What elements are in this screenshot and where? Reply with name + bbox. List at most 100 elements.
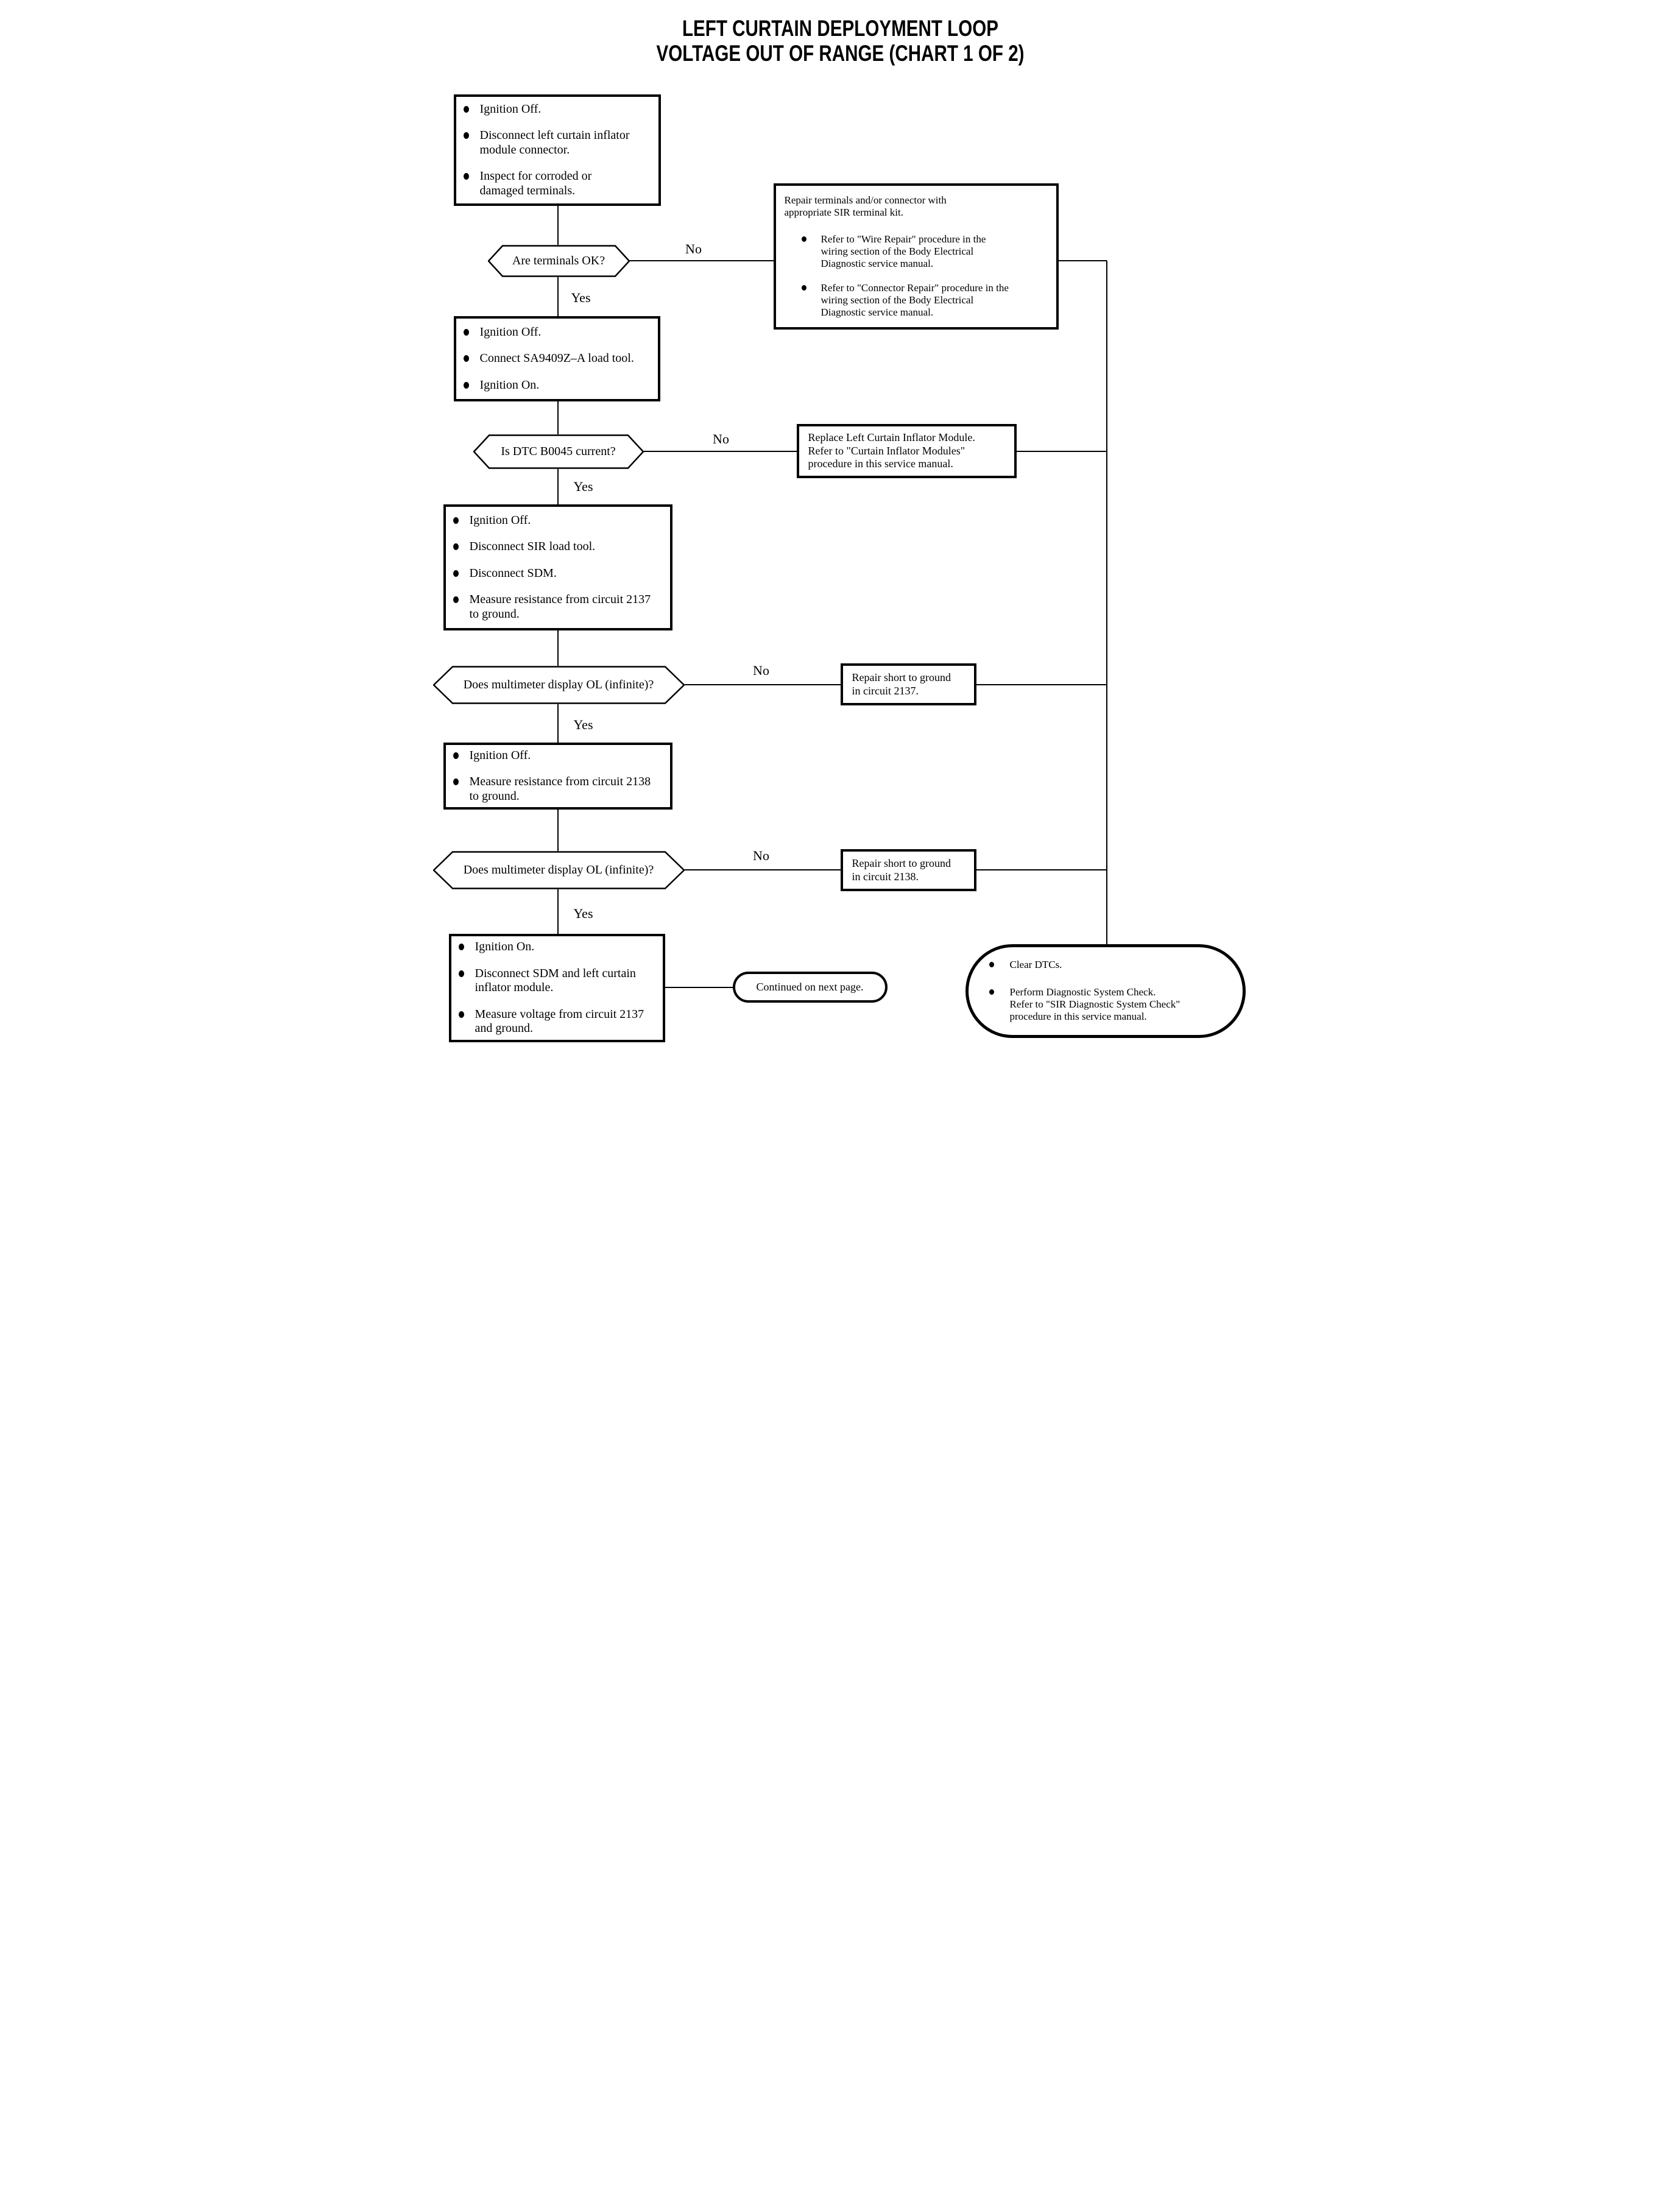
- step1-item1: Ignition Off.: [479, 102, 542, 116]
- step5-item2: Disconnect SDM and left curtain: [475, 966, 636, 980]
- hexagon-shape: [487, 245, 630, 277]
- end-item2: procedure in this service manual.: [1009, 1011, 1147, 1023]
- repair-terminals-intro: Repair terminals and/or connector with: [784, 194, 947, 206]
- list-item: Disconnect left curtain inflator module …: [463, 129, 656, 157]
- no-label: No: [685, 241, 702, 256]
- bullet-icon: [801, 285, 806, 291]
- end-item2: Refer to "SIR Diagnostic System Check": [1009, 998, 1181, 1010]
- step1-item3: Inspect for corroded or: [479, 169, 592, 183]
- step5-item3: Measure voltage from circuit 2137: [475, 1007, 644, 1021]
- bullet-icon: [463, 355, 469, 362]
- end-terminator: Clear DTCs. Perform Diagnostic System Ch…: [965, 944, 1246, 1038]
- replace-module-box: Replace Left Curtain Inflator Module. Re…: [796, 424, 1017, 478]
- repair-2137-text: in circuit 2137.: [852, 684, 919, 697]
- replace-module-text: Refer to "Curtain Inflator Modules": [808, 444, 965, 457]
- repair-2138-text: in circuit 2138.: [852, 870, 919, 883]
- yes-label: Yes: [571, 290, 591, 305]
- step2-item1: Ignition Off.: [479, 325, 542, 339]
- decision-are-terminals-ok: Are terminals OK?: [487, 245, 630, 277]
- step4-item2: to ground.: [469, 789, 520, 803]
- decision1-question: Are terminals OK?: [512, 254, 605, 267]
- bullet-icon: [458, 970, 464, 977]
- repair-terminals-intro: appropriate SIR terminal kit.: [784, 206, 903, 218]
- list-item: Disconnect SIR load tool.: [453, 540, 668, 554]
- bullet-icon: [453, 778, 459, 786]
- bullet-icon: [453, 543, 459, 551]
- step5-item2: inflator module.: [475, 981, 554, 995]
- yes-label: Yes: [573, 717, 593, 732]
- step3-item1: Ignition Off.: [469, 513, 531, 527]
- step1-item2: Disconnect left curtain inflator: [479, 129, 630, 143]
- decision-multimeter-ol-2137: Does multimeter display OL (infinite)?: [432, 666, 685, 704]
- step1-item2: module connector.: [479, 143, 570, 157]
- bullet-icon: [453, 596, 459, 604]
- hexagon-shape: [432, 851, 685, 889]
- process-step3-box: Ignition Off. Disconnect SIR load tool. …: [443, 504, 672, 630]
- step3-item2: Disconnect SIR load tool.: [469, 540, 596, 554]
- step5-item1: Ignition On.: [475, 940, 535, 954]
- list-item: Ignition On.: [458, 940, 660, 955]
- no-label: No: [713, 431, 729, 447]
- step3-item4: Measure resistance from circuit 2137: [469, 593, 651, 607]
- yes-label: Yes: [573, 906, 593, 921]
- connector-repair-item: wiring section of the Body Electrical: [821, 294, 974, 306]
- repair-circuit-2137-box: Repair short to ground in circuit 2137.: [840, 663, 976, 705]
- step5-item3: and ground.: [475, 1022, 534, 1036]
- step2-item3: Ignition On.: [479, 378, 540, 392]
- bullet-icon: [463, 105, 469, 113]
- wire-repair-item: Refer to "Wire Repair" procedure in the: [821, 233, 986, 245]
- step4-item1: Ignition Off.: [469, 748, 531, 762]
- bullet-icon: [463, 173, 469, 180]
- list-item: Measure resistance from circuit 2138 to …: [453, 775, 668, 803]
- wire-repair-item: wiring section of the Body Electrical: [821, 245, 974, 257]
- decision2-question: Is DTC B0045 current?: [501, 445, 616, 458]
- bullet-icon: [463, 132, 469, 139]
- flowchart-page: LEFT CURTAIN DEPLOYMENT LOOP VOLTAGE OUT…: [420, 0, 1260, 1105]
- list-item: Perform Diagnostic System Check. Refer t…: [989, 986, 1232, 1023]
- decision4-question: Does multimeter display OL (infinite)?: [463, 863, 654, 877]
- list-item: Measure voltage from circuit 2137 and gr…: [458, 1007, 660, 1036]
- list-item: Disconnect SDM.: [453, 567, 668, 581]
- list-item: Refer to "Connector Repair" procedure in…: [801, 282, 1050, 319]
- repair-2137-text: Repair short to ground: [852, 671, 951, 683]
- hexagon-shape: [473, 434, 644, 469]
- decision3-question: Does multimeter display OL (infinite)?: [463, 678, 654, 691]
- page-title: LEFT CURTAIN DEPLOYMENT LOOP VOLTAGE OUT…: [504, 16, 1176, 66]
- list-item: Clear DTCs.: [989, 959, 1232, 971]
- decision-multimeter-ol-2138: Does multimeter display OL (infinite)?: [432, 851, 685, 889]
- replace-module-text: procedure in this service manual.: [808, 457, 953, 470]
- no-label: No: [753, 663, 769, 678]
- list-item: Measure resistance from circuit 2137 to …: [453, 593, 668, 621]
- list-item: Connect SA9409Z–A load tool.: [463, 351, 655, 366]
- step4-item2: Measure resistance from circuit 2138: [469, 775, 651, 789]
- list-item: Inspect for corroded or damaged terminal…: [463, 169, 656, 198]
- connector-repair-item: Diagnostic service manual.: [821, 306, 934, 319]
- list-item: Ignition Off.: [453, 749, 668, 763]
- end-item2: Perform Diagnostic System Check.: [1009, 986, 1156, 998]
- process-step1-box: Ignition Off. Disconnect left curtain in…: [453, 94, 661, 206]
- page-title-line1: LEFT CURTAIN DEPLOYMENT LOOP: [682, 16, 998, 41]
- repair-circuit-2138-box: Repair short to ground in circuit 2138.: [840, 849, 976, 891]
- list-item: Refer to "Wire Repair" procedure in the …: [801, 233, 1050, 270]
- step3-item3: Disconnect SDM.: [469, 566, 557, 580]
- end-item1: Clear DTCs.: [1009, 959, 1062, 971]
- replace-module-text: Replace Left Curtain Inflator Module.: [808, 431, 975, 444]
- bullet-icon: [463, 328, 469, 336]
- bullet-icon: [458, 1011, 464, 1018]
- bullet-icon: [801, 236, 806, 242]
- list-item: Ignition Off.: [453, 514, 668, 528]
- bullet-icon: [453, 570, 459, 577]
- bullet-icon: [458, 944, 464, 951]
- continued-text: Continued on next page.: [756, 981, 864, 993]
- process-step2-box: Ignition Off. Connect SA9409Z–A load too…: [453, 316, 660, 401]
- step2-item2: Connect SA9409Z–A load tool.: [479, 351, 634, 365]
- page-title-line2: VOLTAGE OUT OF RANGE (CHART 1 OF 2): [655, 41, 1025, 66]
- bullet-icon: [453, 517, 459, 524]
- list-item: Ignition Off.: [463, 325, 655, 340]
- process-step5-box: Ignition On. Disconnect SDM and left cur…: [448, 934, 665, 1042]
- step3-item4: to ground.: [469, 607, 520, 621]
- no-label: No: [753, 848, 769, 863]
- bullet-icon: [463, 381, 469, 389]
- bullet-icon: [989, 989, 994, 995]
- continued-terminator: Continued on next page.: [732, 972, 888, 1003]
